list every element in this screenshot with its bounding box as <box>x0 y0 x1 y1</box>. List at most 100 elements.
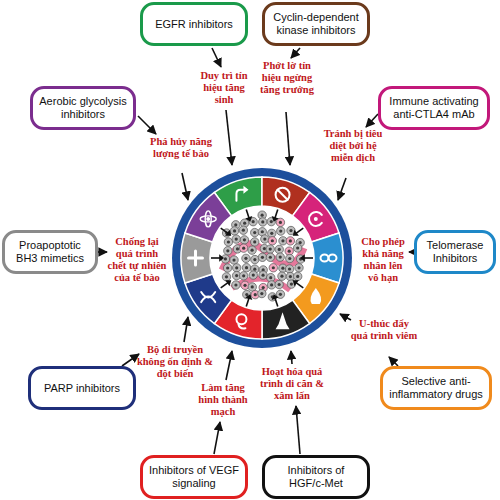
cell-nucleus <box>270 220 273 223</box>
cell-nucleus <box>279 293 282 296</box>
tumor-cell <box>251 255 259 263</box>
drug-box: Aerobic glycolysis inhibitors <box>30 86 136 130</box>
tumor-cell <box>233 264 241 272</box>
inner-arrow <box>246 298 249 307</box>
tumor-cell <box>248 283 256 291</box>
cell-nucleus <box>261 274 264 277</box>
tumor-cell <box>251 238 259 246</box>
drug-box: Proapoptotic BH3 mimetics <box>2 230 98 274</box>
cell-nucleus <box>243 284 246 287</box>
tumor-cell <box>230 256 238 264</box>
cell-nucleus <box>280 275 283 278</box>
inner-arrow <box>246 209 249 218</box>
inner-arrow <box>304 257 313 259</box>
cell-nucleus <box>288 267 291 270</box>
cell-nucleus <box>252 273 255 276</box>
inner-arrow-head <box>225 280 231 286</box>
tumor-cell <box>275 245 283 253</box>
inner-arrow-head <box>300 254 305 261</box>
cell-nucleus <box>260 292 263 295</box>
drug-box: Cyclin-dependent kinase inhibitors <box>262 2 370 46</box>
cell-nucleus <box>297 266 300 269</box>
hallmark-label: Hoạt hóa quá trình di căn & xâm lấn <box>256 366 328 402</box>
inner-arrow <box>221 228 228 233</box>
cell-nucleus <box>281 267 284 270</box>
cell-nucleus <box>281 239 284 242</box>
cell-nucleus <box>289 229 292 232</box>
icon <box>236 314 246 324</box>
cell-nucleus <box>225 275 228 278</box>
cell-nucleus <box>278 248 281 251</box>
cell-nucleus <box>261 220 264 223</box>
cell-nucleus <box>250 249 253 252</box>
cell-nucleus <box>227 240 230 243</box>
cell-nucleus <box>235 237 238 240</box>
tumor-cell <box>266 253 274 261</box>
cell-nucleus <box>279 221 282 224</box>
cell-nucleus <box>234 223 237 226</box>
drug-name: PARP inhibitors <box>44 382 120 395</box>
cell-nucleus <box>290 283 293 286</box>
cell-nucleus <box>234 283 237 286</box>
inner-arrow <box>296 283 303 288</box>
drug-name: Proapoptotic BH3 mimetics <box>10 239 90 265</box>
leader-arrow <box>122 354 139 366</box>
inner-arrow-head <box>293 280 299 286</box>
tumor-cell <box>239 244 247 252</box>
cell-nucleus <box>235 266 238 269</box>
cell-nucleus <box>269 276 272 279</box>
icon <box>329 255 337 262</box>
icon <box>238 324 245 328</box>
tumor-cell <box>251 228 259 236</box>
ring-arrow <box>338 178 346 200</box>
drug-box: Immune activating anti-CTLA4 mAb <box>378 86 490 130</box>
tumor-cell <box>258 253 266 261</box>
leader-arrow <box>214 422 220 454</box>
tumor-cell <box>240 236 248 244</box>
cell-nucleus <box>252 220 255 223</box>
tumor-cell <box>258 289 266 297</box>
cell-nucleus <box>232 258 235 261</box>
inner-arrow-head <box>225 230 231 236</box>
cell-nucleus <box>253 258 256 261</box>
drug-name: Inhibitors of HGF/c-Met <box>270 464 362 490</box>
cell-nucleus <box>269 256 272 259</box>
cell-nucleus <box>226 266 229 269</box>
tumor-cell <box>224 247 232 255</box>
leader-arrow <box>138 116 156 134</box>
icon <box>205 211 211 227</box>
inner-arrow <box>296 228 303 233</box>
hallmark-label: Duy trì tín hiệu tăng sinh <box>198 70 250 106</box>
hallmark-label: Phớt lờ tín hiệu ngừng tăng trưởng <box>256 60 318 96</box>
hallmark-label: Phá hủy năng lượng tế bào <box>146 136 216 160</box>
cell-nucleus <box>245 293 248 296</box>
tumor-cell <box>249 271 257 279</box>
tumor-cell <box>232 281 240 289</box>
drug-name: Immune activating anti-CTLA4 mAb <box>386 95 482 121</box>
tumor-cell <box>239 226 247 234</box>
cell-nucleus <box>261 214 264 217</box>
tumor-cell <box>239 272 247 280</box>
cell-nucleus <box>270 232 273 235</box>
cell-nucleus <box>244 257 247 260</box>
cell-nucleus <box>226 249 229 252</box>
cell-nucleus <box>272 266 275 269</box>
tumor-cell <box>286 237 294 245</box>
icon <box>309 212 322 226</box>
cell-nucleus <box>233 229 236 232</box>
drug-name: Inhibitors of VEGF signaling <box>148 464 240 490</box>
cell-nucleus <box>245 266 248 269</box>
tumor-cell <box>275 280 283 288</box>
cell-nucleus <box>253 268 256 271</box>
inner-arrow-head <box>272 216 279 222</box>
hallmark-label: Làm tăng hình thành mạch <box>196 382 250 418</box>
icon <box>276 188 290 202</box>
cell-nucleus <box>253 240 256 243</box>
cell-nucleus <box>296 246 299 249</box>
drug-box: EGFR inhibitors <box>140 2 248 46</box>
drug-box: Inhibitors of VEGF signaling <box>140 455 248 499</box>
cell-nucleus <box>270 283 273 286</box>
cell-nucleus <box>235 274 238 277</box>
icon <box>243 186 248 194</box>
